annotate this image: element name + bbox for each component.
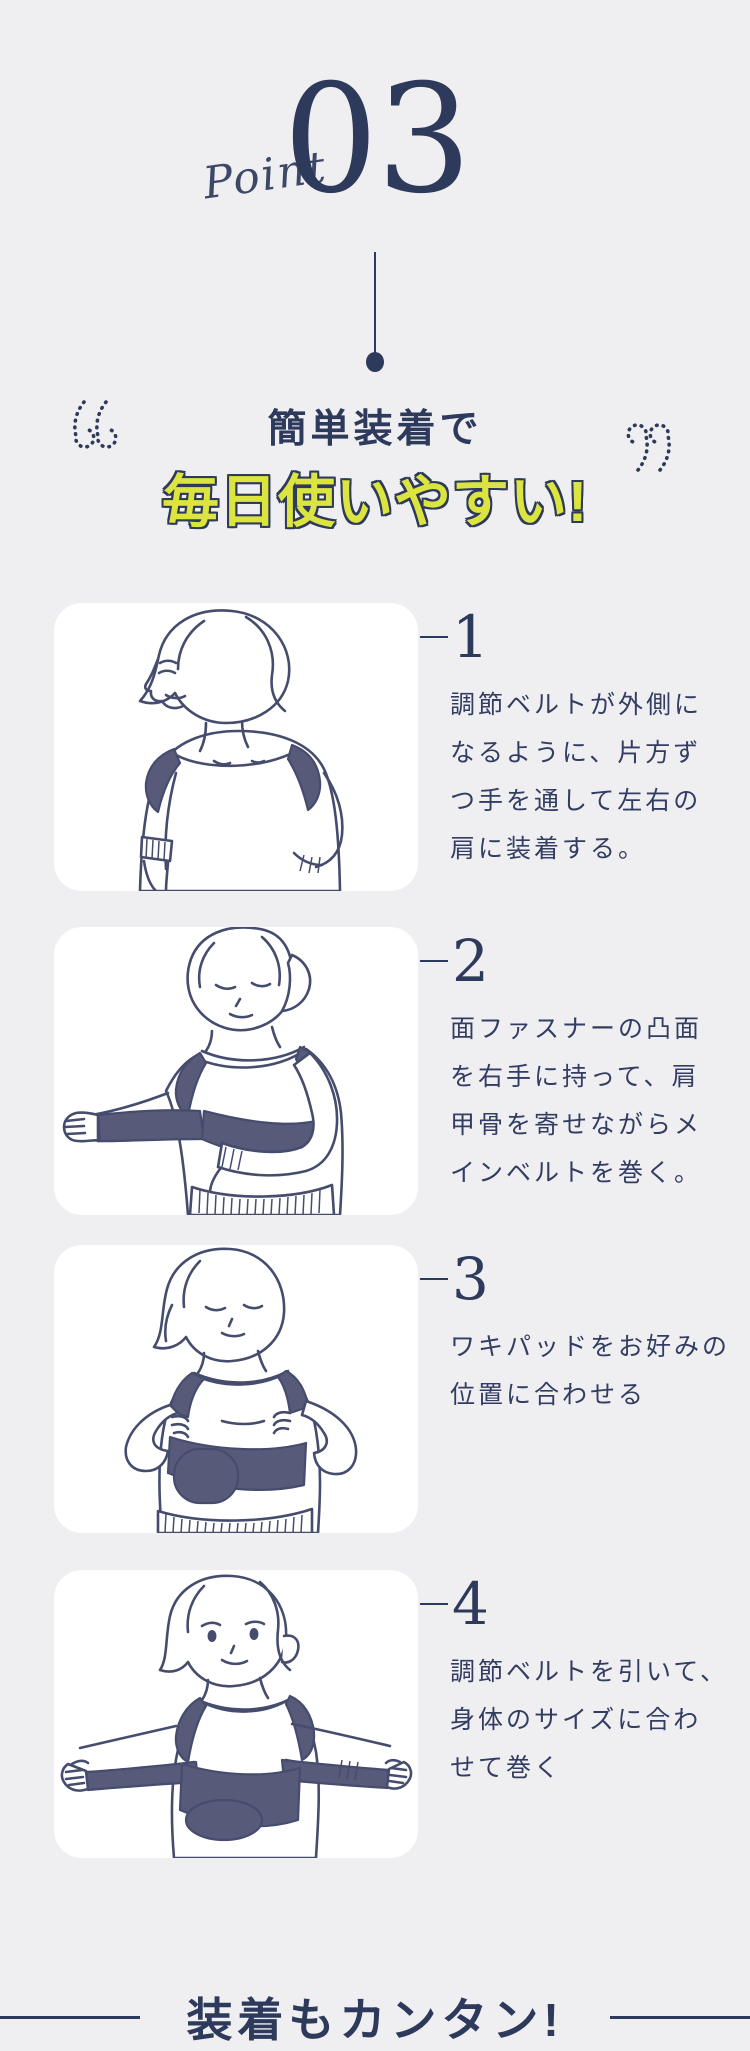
timeline-dot-icon bbox=[366, 352, 384, 372]
step-number: 4 bbox=[452, 1570, 489, 1638]
step-description-line: インベルトを巻く。 bbox=[450, 1158, 703, 1187]
step-3-card bbox=[54, 1245, 418, 1533]
step-3: 3 ワキパッドをお好みの 位置に合わせる bbox=[0, 1245, 750, 1533]
step-1: 1 調節ベルトが外側に なるように、片方ず つ手を通して左右の 肩に装着する。 bbox=[0, 603, 750, 891]
closing-quote-icon bbox=[626, 423, 671, 472]
step-description-line: を右手に持って、肩 bbox=[450, 1062, 700, 1091]
step-description-line: 甲骨を寄せながらメ bbox=[450, 1110, 703, 1139]
footer-divider-line-left bbox=[0, 2016, 140, 2019]
footer-divider-line-right bbox=[610, 2016, 750, 2019]
step-description-line: 肩に装着する。 bbox=[450, 834, 647, 863]
step-description: ワキパッドをお好みの 位置に合わせる bbox=[420, 1323, 732, 1419]
step-description-line: 面ファスナーの凸面 bbox=[450, 1014, 703, 1043]
step-number: 2 bbox=[452, 927, 489, 995]
step-4: 4 調節ベルトを引いて、 身体のサイズに合わ せて巻く bbox=[0, 1570, 750, 1858]
timeline-line bbox=[374, 252, 376, 354]
point-number: 03 bbox=[283, 53, 472, 227]
step-2: 2 面ファスナーの凸面 を右手に持って、肩 甲骨を寄せながらメ インベルトを巻く… bbox=[0, 927, 750, 1215]
step-number: 1 bbox=[452, 603, 489, 671]
illustration-step-4-pull-belts bbox=[60, 1574, 413, 1858]
step-description-line: 位置に合わせる bbox=[450, 1380, 647, 1409]
step-description: 調節ベルトが外側に なるように、片方ず つ手を通して左右の 肩に装着する。 bbox=[420, 681, 732, 873]
step-description-line: なるように、片方ず bbox=[450, 738, 702, 767]
step-description: 面ファスナーの凸面 を右手に持って、肩 甲骨を寄せながらメ インベルトを巻く。 bbox=[420, 1005, 732, 1197]
step-description-line: 調節ベルトが外側に bbox=[450, 690, 703, 719]
step-2-card bbox=[54, 927, 418, 1215]
step-description-line: せて巻く bbox=[450, 1753, 563, 1782]
illustration-step-2-wrap-belt bbox=[62, 927, 344, 1215]
opening-quote-icon bbox=[73, 400, 118, 449]
step-number-dash bbox=[420, 1278, 448, 1280]
step-description-line: ワキパッドをお好みの bbox=[450, 1332, 731, 1361]
step-description-line: 調節ベルトを引いて、 bbox=[450, 1657, 729, 1686]
step-4-card bbox=[54, 1570, 418, 1858]
step-number-dash bbox=[420, 636, 448, 638]
footer-banner: 装着もカンタン! bbox=[186, 1994, 564, 2046]
step-number: 3 bbox=[452, 1245, 489, 1313]
step-description: 調節ベルトを引いて、 身体のサイズに合わ せて巻く bbox=[420, 1648, 732, 1792]
hero-quote-line: 簡単装着で bbox=[267, 408, 483, 451]
step-1-card bbox=[54, 603, 418, 891]
step-description-line: つ手を通して左右の bbox=[450, 786, 702, 815]
step-description-line: 身体のサイズに合わ bbox=[450, 1705, 702, 1734]
step-number-dash bbox=[420, 960, 448, 962]
illustration-step-1-shoulder-straps bbox=[138, 609, 344, 891]
step-number-dash bbox=[420, 1603, 448, 1605]
hero-headline: 毎日使いやすい! bbox=[162, 470, 588, 534]
illustration-step-3-adjust-pads bbox=[124, 1247, 358, 1533]
